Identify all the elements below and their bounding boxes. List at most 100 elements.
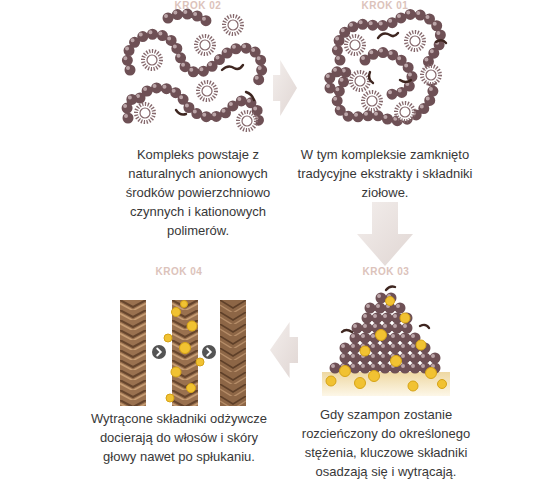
art-stroke: [420, 325, 429, 328]
molecule-bead: [198, 82, 216, 100]
art-part: [152, 345, 166, 359]
step-description: Kompleks powstaje z naturalnych anionowy…: [123, 145, 273, 240]
precipitation-pile: [322, 286, 450, 396]
step-heading: KROK 01: [297, 0, 473, 11]
step-box: KROK 02 Kompleks powstaje z naturalnych a…: [123, 0, 273, 240]
art-shape: [120, 300, 146, 406]
art-stroke: [157, 349, 161, 356]
nutrient-dot: [438, 380, 447, 389]
molecule-bead: [127, 34, 261, 85]
nutrient-dot: [400, 313, 410, 323]
art-stroke: [342, 330, 352, 332]
art-part: [120, 300, 146, 406]
step-heading: KROK 02: [123, 0, 273, 11]
molecule-bead: [335, 12, 438, 118]
nutrient-dot: [187, 384, 196, 393]
nutrient-dot: [340, 366, 351, 377]
nutrient-dot: [326, 376, 336, 386]
surfactant-polymer-chains: [125, 12, 262, 130]
molecule-bead: [138, 86, 257, 122]
illustration-space: [298, 277, 474, 405]
step-description: Wytrącone składniki odżywcze docierają d…: [88, 409, 270, 466]
art-stroke: [386, 286, 395, 290]
art-part: [202, 345, 216, 359]
step-box: KROK 03 Gdy szampon zostanie rozcieńczony…: [298, 266, 474, 481]
molecule-bead: [363, 92, 381, 110]
molecule-bead: [337, 14, 440, 120]
block-arrow: [273, 60, 297, 116]
nutrient-dot: [152, 345, 166, 359]
molecule-bead: [224, 16, 242, 34]
art-stroke: [176, 110, 186, 115]
molecule-bead: [329, 72, 340, 88]
molecule-bead: [355, 324, 414, 328]
art-stroke: [207, 349, 211, 356]
molecule-bead: [345, 343, 428, 354]
nutrient-dot: [202, 345, 216, 359]
molecule-bead: [370, 303, 402, 314]
art-part: [172, 300, 198, 406]
nutrient-dot: [426, 368, 437, 379]
molecule-bead: [346, 36, 364, 54]
art-shape: [220, 300, 246, 406]
molecule-bead: [343, 344, 426, 348]
nutrient-dot: [187, 321, 197, 331]
molecule-bead: [143, 51, 161, 69]
nutrient-dot: [171, 367, 181, 377]
hair-strands: [120, 300, 246, 406]
step-description: Gdy szampon zostanie rozcieńczony do okr…: [298, 405, 474, 481]
nutrient-dot: [408, 381, 418, 391]
molecule-bead: [406, 32, 424, 50]
molecule-bead: [343, 354, 434, 358]
art-stroke: [378, 33, 398, 38]
nutrient-dot: [164, 334, 172, 342]
art-stroke: [400, 80, 411, 82]
block-arrow: [357, 202, 413, 266]
step-heading: KROK 03: [298, 266, 474, 277]
molecule-bead: [166, 12, 210, 26]
molecule-bead: [357, 323, 416, 334]
illustration-space: [123, 11, 273, 145]
nutrient-dot: [376, 330, 387, 341]
molecule-bead: [125, 32, 259, 83]
art-stroke: [222, 65, 243, 70]
art-stroke: [369, 72, 373, 83]
nutrient-dot: [166, 394, 174, 402]
illustration-space: [297, 11, 473, 145]
nutrient-dot: [391, 356, 402, 367]
nutrient-dot: [369, 371, 380, 382]
step-box: KROK 04 Wytrącone składniki odżywcze doci…: [88, 266, 270, 466]
illustration-space: [88, 277, 270, 409]
nutrient-dot: [360, 346, 370, 356]
art-part: [220, 300, 246, 406]
herbal-complex-cluster: [327, 12, 446, 121]
molecule-bead: [396, 103, 414, 121]
molecule-bead: [136, 104, 154, 122]
step-heading: KROK 04: [88, 266, 270, 277]
nutrient-dot: [355, 378, 366, 389]
molecule-bead: [355, 333, 422, 344]
molecule-bead: [327, 70, 338, 86]
nutrient-dot: [416, 340, 426, 350]
art-stroke: [436, 40, 446, 43]
nutrient-dot: [181, 301, 188, 308]
molecule-bead: [363, 51, 410, 93]
molecule-bead: [196, 36, 214, 54]
nutrient-dot: [180, 343, 191, 354]
molecule-bead: [367, 313, 410, 324]
nutrient-dot: [196, 358, 204, 366]
molecule-bead: [422, 66, 440, 84]
molecule-bead: [368, 304, 400, 308]
molecule-bead: [238, 112, 256, 130]
block-arrow: [270, 322, 298, 378]
molecule-bead: [351, 72, 369, 90]
molecule-bead: [168, 14, 212, 28]
step-box: KROK 01 W tym kompleksie zamknięto tradyc…: [297, 0, 473, 202]
molecule-bead: [365, 53, 412, 95]
nutrient-dot: [172, 308, 181, 317]
art-stroke: [246, 92, 254, 100]
step-description: W tym kompleksie zamknięto tradycyjne ek…: [297, 145, 473, 202]
